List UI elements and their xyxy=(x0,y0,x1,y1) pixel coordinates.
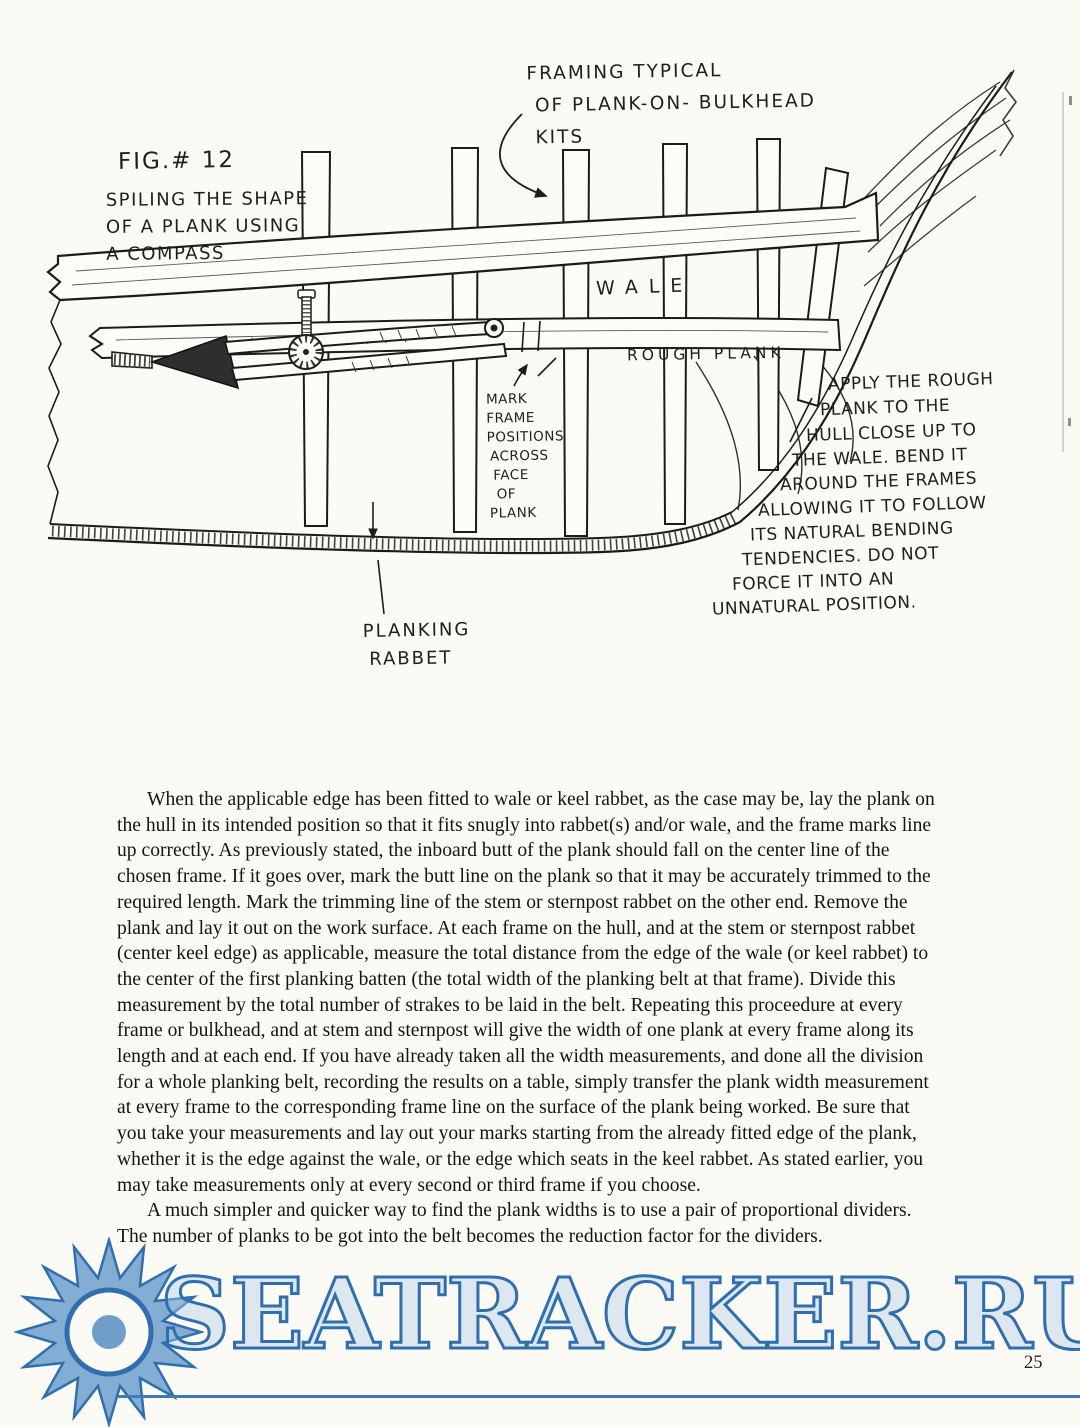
planking-rabbet-label: PLANKING RABBET xyxy=(363,616,472,674)
bottom-rule xyxy=(118,1395,1080,1398)
watermark-text: SEATRACKER.RU xyxy=(158,1256,1080,1373)
body-paragraph-2: A much simpler and quicker way to find t… xyxy=(117,1200,912,1247)
mark-note-line: FRAME xyxy=(486,409,535,427)
scan-artifact-line xyxy=(1062,92,1064,452)
figure-caption-line: SPILING THE SHAPE xyxy=(105,188,309,211)
framing-note: FRAMING TYPICAL OF PLANK-ON- BULKHEAD KI… xyxy=(526,53,817,154)
mark-note-line: FACE xyxy=(493,466,529,484)
torn-left-edge xyxy=(47,299,62,525)
wale-label: WALE xyxy=(595,274,694,300)
hull-stern-curve xyxy=(731,71,1013,523)
mark-note-line: OF xyxy=(496,486,517,503)
body-paragraph-1: When the applicable edge has been fitted… xyxy=(117,789,935,1196)
annotation-arrows xyxy=(368,113,813,615)
mark-note-line: PLANK xyxy=(489,504,537,522)
rough-plank-label: ROUGH PLANK xyxy=(626,343,785,365)
scan-artifact-tick xyxy=(1068,418,1071,426)
planking-rabbet-band xyxy=(47,511,741,555)
framing-note-line: KITS xyxy=(535,126,585,149)
framing-note-line: OF PLANK-ON- BULKHEAD xyxy=(534,90,817,117)
mark-frame-note: MARK FRAME POSITIONS ACROSS FACE OF PLAN… xyxy=(486,389,566,523)
scan-artifact-tick xyxy=(1069,96,1072,105)
figure-label: FIG.# 12 xyxy=(117,146,236,176)
mark-note-line: ACROSS xyxy=(489,447,549,465)
figure-caption-line: A COMPASS xyxy=(106,242,225,265)
sun-logo-icon xyxy=(14,1237,204,1427)
rabbet-label-line: PLANKING xyxy=(362,619,471,642)
framing-note-line: FRAMING TYPICAL xyxy=(526,60,723,85)
mark-note-line: MARK xyxy=(485,390,528,408)
rabbet-label-line: RABBET xyxy=(369,647,453,670)
compass-tool xyxy=(111,289,508,390)
figure-caption-line: OF A PLANK USING xyxy=(105,215,301,238)
body-text-block: When the applicable edge has been fitted… xyxy=(117,787,943,1250)
figure-drawing xyxy=(46,69,1018,615)
stern-grain xyxy=(857,69,1018,287)
figure-caption: SPILING THE SHAPE OF A PLANK USING A COM… xyxy=(106,185,309,268)
wale-plank xyxy=(46,191,880,302)
mark-note-line: POSITIONS xyxy=(486,428,565,446)
page-number: 25 xyxy=(1024,1353,1043,1373)
